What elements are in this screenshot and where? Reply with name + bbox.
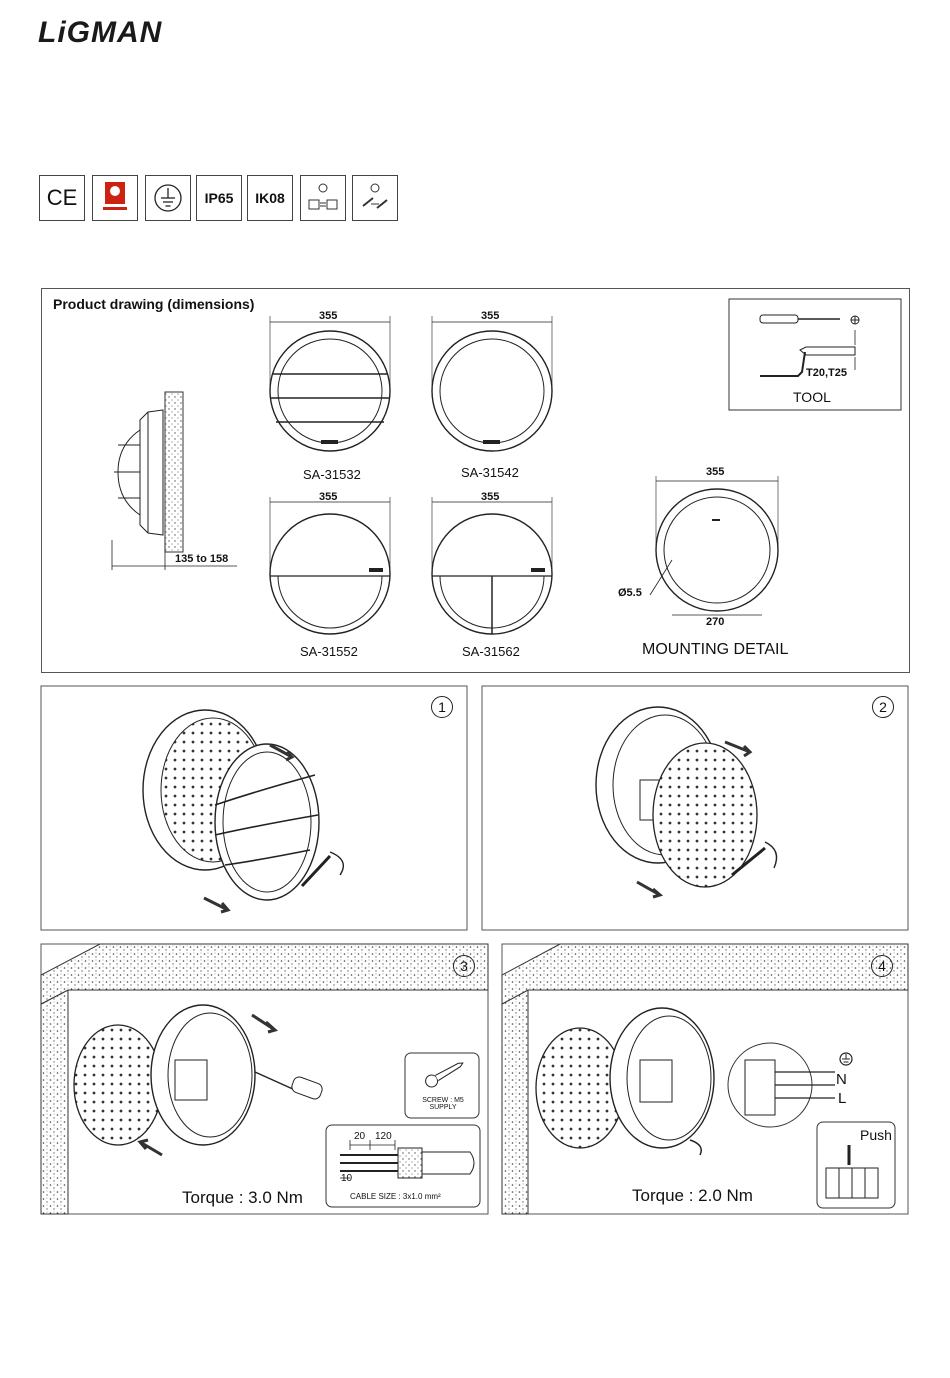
mounting-detail-label: MOUNTING DETAIL [642,641,788,659]
tool-label: TOOL [793,389,831,405]
model-grille-drawing [270,316,390,451]
terminal-l-label: L [838,1090,846,1107]
step-number-badge: 1 [431,696,453,718]
wall-section [165,392,183,552]
screw-spec-label: SCREW : M5 SUPPLY [411,1097,475,1111]
side-depth-label: 135 to 158 [175,553,228,565]
model-code-label: SA-31532 [303,467,361,482]
terminal-n-label: N [836,1071,847,1088]
mounting-hole-label: Ø5.5 [618,587,642,599]
strip-length-label: 120 [375,1131,392,1142]
strip-length-label: 20 [354,1131,365,1142]
model-width-label: 355 [319,310,337,322]
cable-size-label: CABLE SIZE : 3x1.0 mm² [350,1192,441,1201]
model-half-eyelid-drawing [270,497,390,634]
strip-length-label: 10 [341,1173,352,1184]
mounting-detail-drawing [650,476,778,615]
step-number-badge: 2 [872,696,894,718]
model-half-split-drawing [432,497,552,634]
push-label: Push [860,1127,892,1143]
step-number-badge: 3 [453,955,475,977]
screw-note: SUPPLY [411,1104,475,1111]
model-width-label: 355 [481,491,499,503]
torque-label: Torque : 2.0 Nm [632,1186,753,1206]
step-number-badge: 4 [871,955,893,977]
tool-bits-label: T20,T25 [806,367,847,379]
torque-label: Torque : 3.0 Nm [182,1188,303,1208]
mounting-width-label: 355 [706,466,724,478]
model-code-label: SA-31542 [461,465,519,480]
model-width-label: 355 [481,310,499,322]
model-plain-drawing [432,316,552,451]
model-width-label: 355 [319,491,337,503]
screw-size: SCREW : M5 [411,1097,475,1104]
model-code-label: SA-31562 [462,644,520,659]
model-code-label: SA-31552 [300,644,358,659]
mounting-spacing-label: 270 [706,616,724,628]
